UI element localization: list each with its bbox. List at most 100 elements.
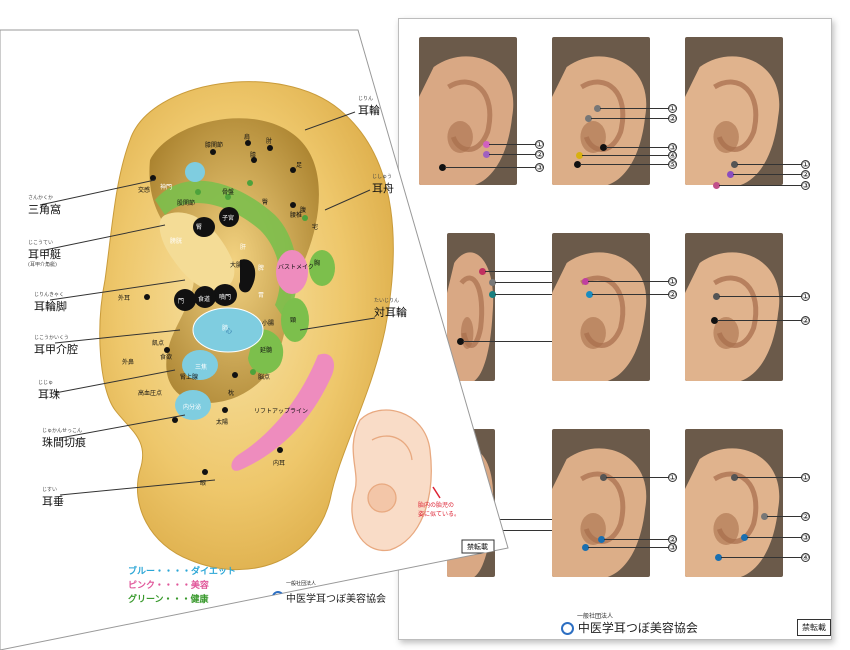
blue-zone-concha — [192, 307, 264, 353]
leader-line — [606, 147, 670, 148]
point-medulla: 延髄 — [260, 347, 273, 354]
leader-line — [747, 537, 803, 538]
point-temple: 太陽 — [216, 419, 229, 426]
label-helix-crus: じりんきゃく耳輪脚 — [34, 292, 67, 313]
leader-line — [582, 155, 670, 156]
point-inner-ear: 内耳 — [273, 460, 286, 467]
acupoint-seal — [598, 536, 605, 543]
leader-line — [489, 154, 537, 155]
acupoint-seal — [576, 152, 583, 159]
green-zone-antihelix — [281, 298, 309, 342]
point-number: ③ — [801, 533, 810, 542]
point-elbow: 肘 — [266, 138, 273, 145]
acupoint-seal — [582, 544, 589, 551]
point-bust-make: バストメイク — [278, 264, 314, 271]
pink-zone-bust — [276, 250, 308, 294]
ear-photo-image — [552, 429, 650, 577]
leader-line — [588, 281, 670, 282]
leader-lines — [39, 111, 376, 496]
leader-line — [600, 108, 670, 109]
leader-line — [721, 557, 803, 558]
point-spleen: 脾 — [258, 265, 265, 272]
point-number: ④ — [801, 553, 810, 562]
black-zone-2 — [194, 286, 216, 308]
leader-line — [588, 547, 670, 548]
point-lumbar: 腰椎 — [290, 212, 303, 219]
acupoint-seal — [582, 278, 589, 285]
back-brand-text: 中医学耳つぼ美容協会 — [577, 621, 698, 635]
point-pelvis: 骨盤 — [222, 189, 235, 196]
point-number: ③ — [535, 163, 544, 172]
point-gate: 門 — [178, 298, 185, 305]
leader-line — [717, 320, 803, 321]
acupoint-seal — [586, 291, 593, 298]
blue-zone-fossa — [185, 162, 205, 182]
front-brand: 中医学耳つぼ美容協会 — [286, 594, 386, 605]
point-endocrine: 内分泌 — [183, 404, 202, 411]
point-outer-ear: 外耳 — [118, 295, 131, 302]
blue-zone-intertragic — [175, 390, 211, 420]
leader-line — [737, 164, 803, 165]
ear-photo — [685, 233, 783, 381]
acupoint-dots — [144, 140, 296, 475]
back-stamp: 禁転載 — [797, 619, 831, 636]
front-brand-logo-icon — [272, 591, 284, 603]
ear-photo — [552, 233, 650, 381]
point-number: ② — [535, 150, 544, 159]
point-number: ① — [535, 140, 544, 149]
point-number: ① — [801, 160, 810, 169]
point-number: ⑤ — [668, 160, 677, 169]
point-outer-nose: 外鼻 — [122, 359, 135, 366]
point-number: ① — [801, 292, 810, 301]
leader-line — [733, 174, 803, 175]
ear-photo — [447, 429, 495, 577]
leader-line — [591, 118, 670, 119]
black-zone-5 — [193, 217, 215, 237]
point-hip-joint: 股関節 — [177, 200, 196, 207]
point-abdomen: 腹 — [300, 207, 307, 214]
leader-line — [445, 167, 537, 168]
point-occiput: 枕 — [228, 390, 235, 397]
point-small-intestine: 小腸 — [262, 320, 275, 327]
ear-photo-image — [552, 37, 650, 185]
label-cymba: じこうてい耳甲艇(耳甲介角艇) — [28, 240, 61, 268]
point-number: ② — [668, 114, 677, 123]
ear-photo — [552, 37, 650, 185]
leader-line — [580, 164, 670, 165]
point-triple-burner: 三焦 — [195, 364, 208, 371]
green-point-dots — [195, 180, 308, 375]
point-knee-joint: 膝関節 — [205, 142, 224, 149]
point-neck: 頸 — [290, 317, 297, 324]
point-kidney: 腎 — [196, 224, 203, 231]
point-lift-up-line: リフトアップライン — [254, 408, 309, 415]
ear-photo-image — [685, 233, 783, 381]
ear-photo — [685, 37, 783, 185]
label-lobe: じすい耳垂 — [42, 487, 64, 508]
point-shenmen: 神門 — [160, 184, 173, 191]
green-zone-upper — [155, 180, 298, 320]
point-number: ② — [801, 316, 810, 325]
leader-line — [604, 539, 670, 540]
leader-line — [767, 516, 803, 517]
back-brand-small: 一般社団法人 — [577, 613, 614, 620]
point-stomach: 胃 — [258, 292, 265, 299]
brand-logo-icon — [561, 622, 574, 635]
leader-line — [485, 271, 565, 272]
acupoint-seal — [741, 534, 748, 541]
label-intertragic: じゅかんせっこん珠間切痕 — [42, 428, 86, 449]
ear-photo-image — [447, 233, 495, 381]
ear-inner-cavity — [149, 118, 319, 403]
label-scapha: じしゅう耳舟 — [372, 174, 394, 195]
leader-line — [473, 519, 565, 520]
point-cardia: 噴門 — [219, 294, 232, 301]
acupoint-seal — [715, 554, 722, 561]
point-large-intestine: 大腸 — [230, 262, 243, 269]
legend-pink-beauty: ピンク・・・・美容 — [128, 581, 209, 591]
point-liver: 肝 — [240, 244, 247, 251]
